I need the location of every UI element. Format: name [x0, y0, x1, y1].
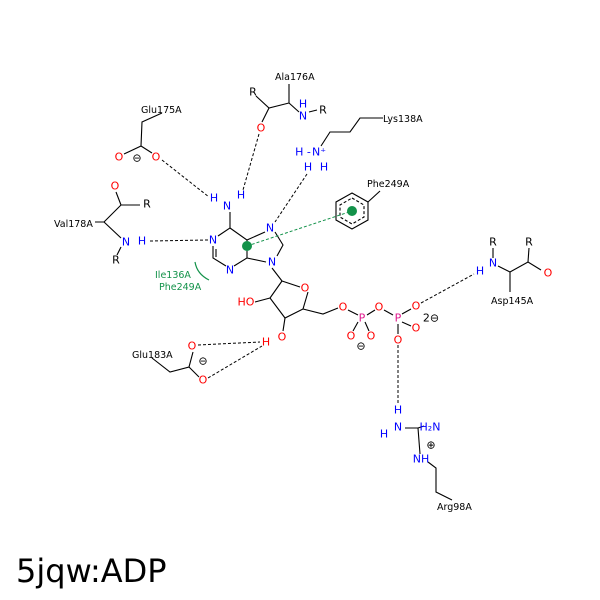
diagram-title: 5jqw:ADP	[16, 552, 167, 590]
arg98-charge: ⊕	[426, 439, 435, 452]
asp145-h: H	[476, 265, 484, 278]
ala176-h: H	[299, 98, 307, 111]
atom-o2-ho: HO	[238, 296, 255, 309]
asp145-o: O	[544, 267, 553, 280]
glu183-charge: ⊖	[198, 355, 207, 368]
atom-n6: N	[223, 200, 231, 213]
ligand-bonds	[212, 212, 412, 334]
charge-pb: 2⊖	[423, 312, 439, 325]
hydrogen-bonds[interactable]	[149, 133, 475, 403]
ala176-o: O	[257, 122, 266, 135]
residue-glu175[interactable]: Glu175A	[141, 105, 182, 116]
residue-asp145[interactable]: Asp145A	[491, 296, 534, 307]
ala176-r1: R	[249, 86, 257, 99]
charge-pa: ⊖	[356, 340, 365, 353]
asp145-r2: R	[525, 236, 533, 249]
arg98-h2n: H₂N	[420, 421, 441, 434]
atom-h6a: H	[210, 192, 218, 205]
hydrophobic-arc	[194, 261, 210, 281]
glu183-o1: O	[188, 340, 197, 353]
atom-o3b: O	[394, 334, 403, 347]
lys138-h2: H	[304, 161, 312, 174]
atom-n3: N	[226, 264, 234, 277]
val178-r1: R	[143, 198, 151, 211]
ala176-r2: R	[319, 104, 327, 117]
val178-n: N	[122, 236, 130, 249]
atom-o4: O	[301, 282, 310, 295]
pi-stacking-phe249[interactable]	[246, 210, 353, 247]
atom-o1b: O	[412, 300, 421, 313]
atom-o5: O	[339, 301, 348, 314]
hbond-asp145[interactable]	[420, 273, 475, 304]
hbond-glu183-a[interactable]	[197, 341, 261, 346]
residue-ala176[interactable]: Ala176A	[275, 72, 315, 83]
asp145-r1: R	[489, 236, 497, 249]
atom-h3: H	[262, 336, 270, 349]
atom-pa: P	[359, 312, 366, 325]
atom-o3: O	[278, 331, 287, 344]
hydrophobic-ile136[interactable]: Ile136A	[155, 270, 191, 281]
lys138-h1: H -	[295, 146, 311, 159]
residue-bonds	[95, 84, 542, 501]
atom-n1: N	[209, 234, 217, 247]
glu183-o2: O	[199, 374, 208, 387]
atom-pb: P	[395, 312, 402, 325]
glu175-charge: ⊖	[132, 152, 141, 165]
ring-centroid-adenine	[242, 241, 252, 251]
glu175-o1: O	[115, 151, 124, 164]
residue-lys138[interactable]: Lys138A	[383, 114, 423, 125]
residue-val178[interactable]: Val178A	[54, 219, 93, 230]
ala176-n: N	[299, 110, 307, 123]
atom-h6b: H	[237, 189, 245, 202]
atom-n7: N	[266, 222, 274, 235]
ring-centroid-phe249	[347, 206, 357, 216]
lys138-h3: H	[320, 161, 328, 174]
arg98-h1: H	[394, 404, 402, 417]
residue-glu183[interactable]: Glu183A	[132, 350, 173, 361]
val178-o: O	[111, 180, 120, 193]
residue-labels: Glu175A Ala176A Lys138A Phe249A Val178A …	[54, 72, 534, 513]
hbond-glu175[interactable]	[161, 159, 210, 198]
arg98-nh: NH	[413, 453, 430, 466]
atom-n9: N	[268, 256, 276, 269]
hbond-val178[interactable]	[149, 239, 209, 242]
atom-labels: N N N N N H H O HO O H O P O P O O ⊖ O O…	[111, 86, 553, 466]
val178-r2: R	[112, 254, 120, 267]
residue-phe249[interactable]: Phe249A	[367, 179, 410, 190]
hbond-lys138[interactable]	[274, 173, 308, 223]
atom-o2b: O	[412, 322, 421, 335]
val178-h: H	[138, 235, 146, 248]
hbond-glu183-b[interactable]	[207, 345, 263, 379]
hbond-ala176[interactable]	[242, 133, 260, 191]
arg98-h2: H	[380, 428, 388, 441]
atom-o3a: O	[375, 301, 384, 314]
lys138-n: N⁺	[312, 146, 326, 159]
atom-o1a: O	[347, 330, 356, 343]
residue-arg98[interactable]: Arg98A	[437, 502, 472, 513]
atom-o2a: O	[367, 330, 376, 343]
arg98-n: N	[394, 421, 402, 434]
asp145-n: N	[489, 257, 497, 270]
hydrophobic-phe249[interactable]: Phe249A	[159, 282, 202, 293]
glu175-o2: O	[152, 151, 161, 164]
